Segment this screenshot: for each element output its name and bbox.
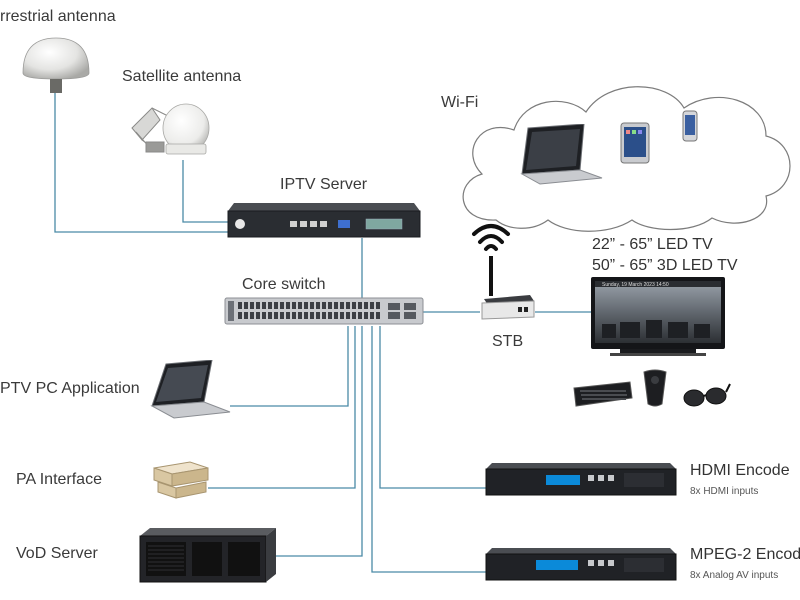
core-switch-device: [224, 297, 424, 325]
remote-control-icon: [643, 369, 667, 407]
led-tv-label-1: 22” - 65” LED TV: [592, 236, 713, 253]
pa-interface-label: PA Interface: [16, 471, 102, 488]
iptv-server-device: [227, 203, 421, 238]
wire-switch-mpeg2: [371, 326, 486, 573]
tv-screen-topbar: Sunday, 19 March 2023 14:50: [602, 282, 669, 288]
mpeg2-encoder-device: [485, 548, 677, 581]
wire-terrestrial-server: [54, 90, 228, 233]
wifi-label: Wi-Fi: [441, 94, 479, 111]
tablet-icon: [620, 122, 650, 164]
led-tv-icon: [591, 277, 725, 356]
pc-laptop-icon: [150, 360, 231, 419]
stb-label: STB: [492, 333, 524, 350]
wire-switch-pa: [208, 326, 356, 489]
satellite-antenna-label: Satellite antenna: [122, 68, 242, 85]
core-switch-label: Core switch: [242, 276, 326, 293]
vod-server-label: VoD Server: [16, 545, 98, 562]
mpeg2-encoder-label: MPEG-2 Encod: [690, 546, 800, 563]
terrestrial-antenna-icon: [22, 37, 90, 93]
3d-glasses-icon: [683, 383, 731, 407]
phone-icon: [682, 110, 698, 142]
wire-switch-vod: [276, 326, 363, 557]
stb-device: [481, 295, 535, 320]
led-tv-label-2: 50” - 65” 3D LED TV: [592, 257, 738, 274]
hdmi-encoder-device: [485, 463, 677, 496]
wifi-cloud: [462, 86, 791, 232]
wire-satellite-server: [182, 160, 228, 223]
vod-server-icon: [139, 528, 276, 583]
satellite-antenna-icon: [131, 103, 210, 155]
pa-interface-icon: [153, 461, 209, 499]
laptop-icon: [520, 124, 603, 185]
pc-application-label: PTV PC Application: [0, 380, 140, 397]
wifi-signal-icon: [472, 224, 510, 296]
iptv-server-label: IPTV Server: [280, 176, 368, 193]
hdmi-inputs-label: 8x HDMI inputs: [690, 486, 759, 497]
wire-switch-hdmi: [379, 326, 486, 489]
wire-switch-pc: [230, 326, 349, 407]
analog-inputs-label: 8x Analog AV inputs: [690, 570, 779, 581]
keyboard-icon: [573, 381, 633, 407]
terrestrial-antenna-label: rrestrial antenna: [0, 8, 116, 25]
hdmi-encoder-label: HDMI Encode: [690, 462, 790, 479]
